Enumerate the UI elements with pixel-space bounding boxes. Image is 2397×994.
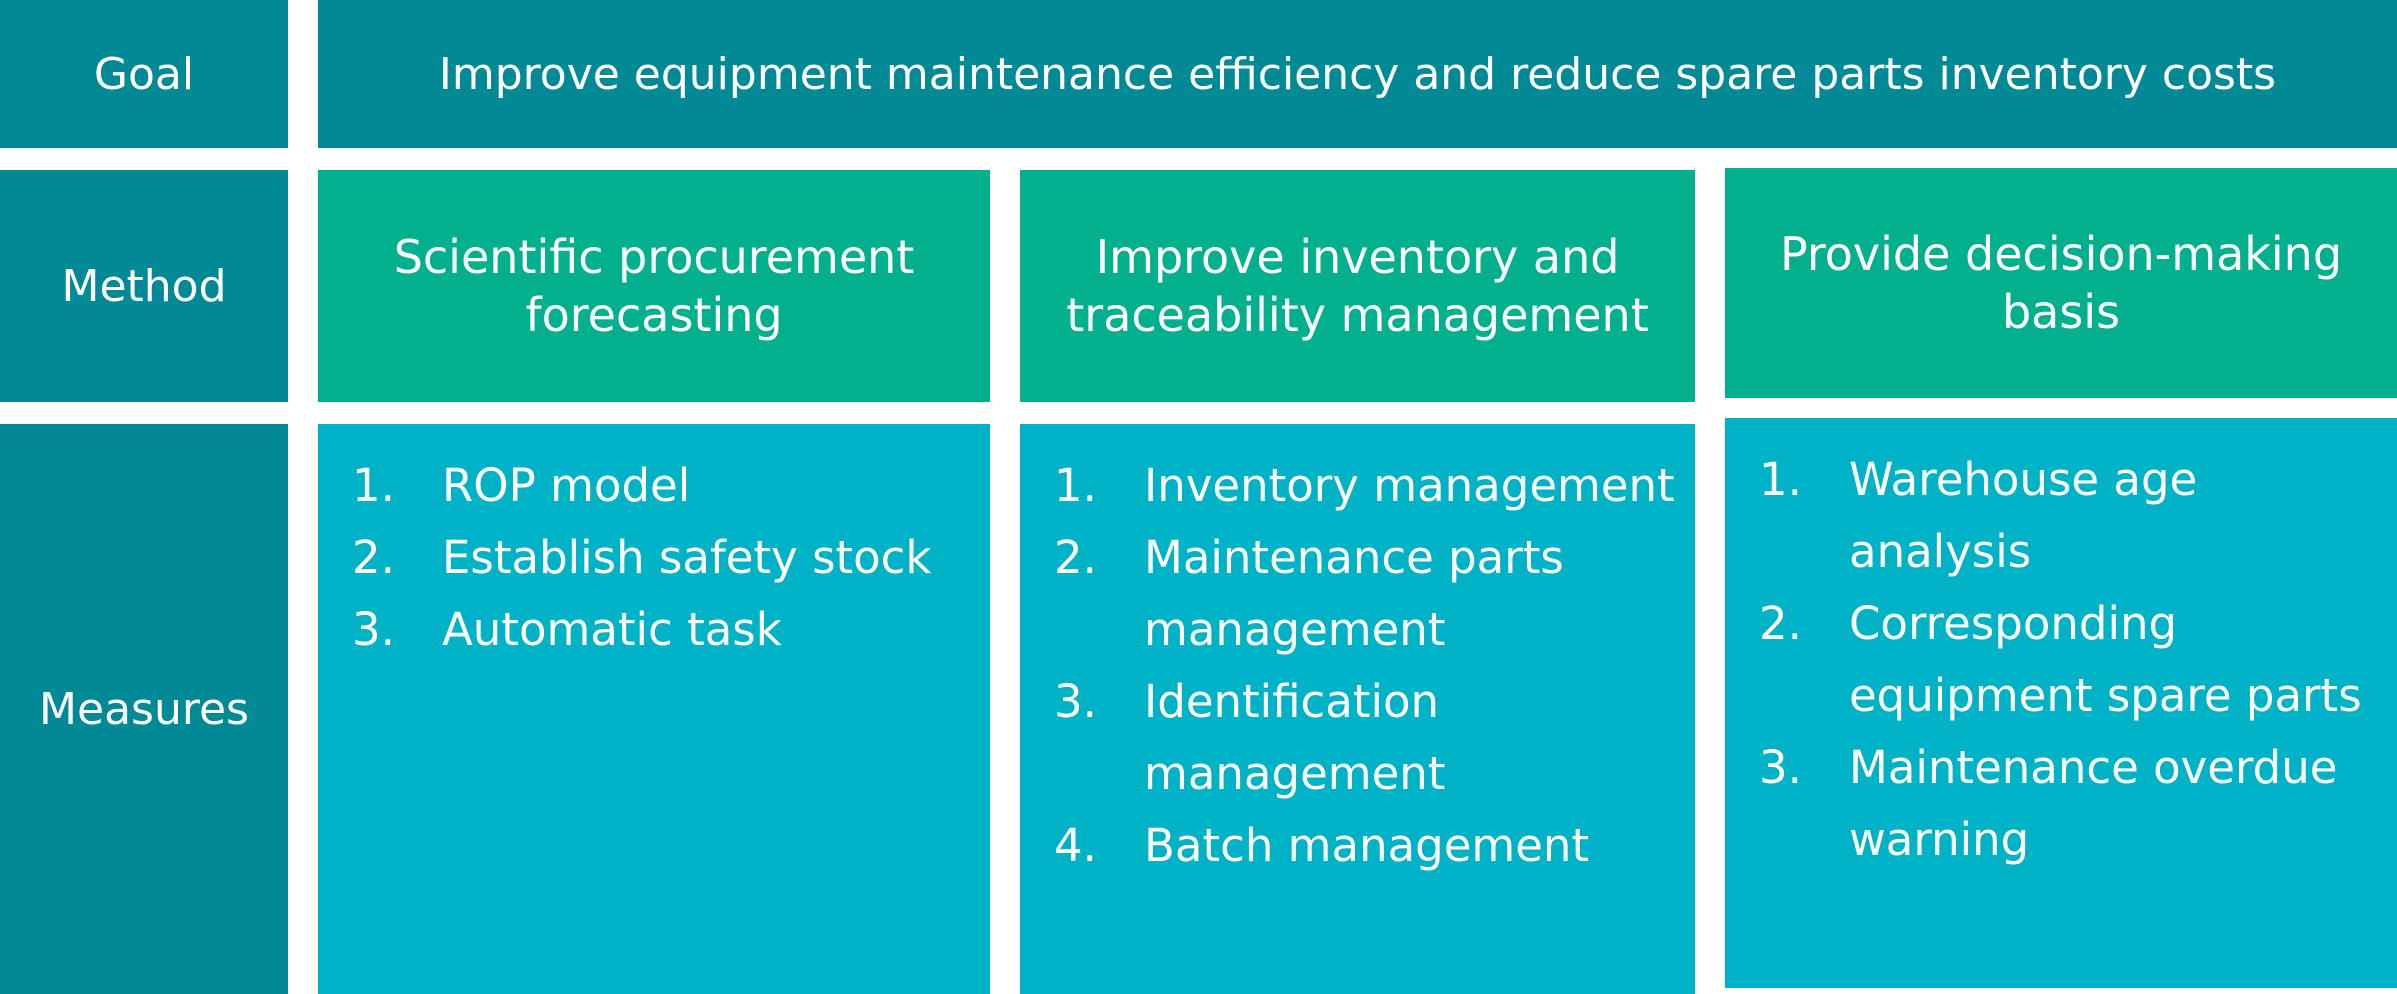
method-box-procurement: Scientific procurement forecasting xyxy=(318,170,990,402)
list-item: 2. Establish safety stock xyxy=(318,522,970,594)
item-text: Maintenance overdue warning xyxy=(1849,741,2338,866)
measures-box-procurement: 1. ROP model 2. Establish safety stock 3. A… xyxy=(318,424,990,994)
item-number: 3. xyxy=(1759,741,1802,794)
item-number: 4. xyxy=(1054,819,1097,872)
item-text: Warehouse age analysis xyxy=(1849,453,2198,578)
item-text: Establish safety stock xyxy=(442,531,932,584)
measures-list: 1. Warehouse age analysis 2. Corresponding… xyxy=(1725,444,2377,876)
item-number: 1. xyxy=(1054,459,1097,512)
measures-list: 1. ROP model 2. Establish safety stock 3. A… xyxy=(318,450,970,666)
item-number: 1. xyxy=(352,459,395,512)
item-number: 3. xyxy=(352,603,395,656)
item-number: 2. xyxy=(352,531,395,584)
measures-box-inventory: 1. Inventory management 2. Maintenance par… xyxy=(1020,424,1695,994)
measures-box-decision: 1. Warehouse age analysis 2. Corresponding… xyxy=(1725,418,2397,988)
list-item: 1. Inventory management xyxy=(1020,450,1675,522)
list-item: 4. Batch management xyxy=(1020,810,1675,882)
item-text: Automatic task xyxy=(442,603,782,656)
measures-label: Measures xyxy=(0,424,288,994)
list-item: 2. Maintenance parts management xyxy=(1020,522,1675,666)
list-item: 3. Maintenance overdue warning xyxy=(1725,732,2377,876)
list-item: 3. Identification management xyxy=(1020,666,1675,810)
item-text: Maintenance parts management xyxy=(1144,531,1564,656)
method-box-inventory: Improve inventory and traceability manag… xyxy=(1020,170,1695,402)
goal-box: Improve equipment maintenance efficiency… xyxy=(318,0,2397,148)
item-number: 1. xyxy=(1759,453,1802,506)
item-text: Inventory management xyxy=(1144,459,1675,512)
item-number: 3. xyxy=(1054,675,1097,728)
item-text: ROP model xyxy=(442,459,691,512)
list-item: 1. ROP model xyxy=(318,450,970,522)
item-number: 2. xyxy=(1759,597,1802,650)
item-text: Corresponding equipment spare parts xyxy=(1849,597,2362,722)
list-item: 1. Warehouse age analysis xyxy=(1725,444,2377,588)
method-label: Method xyxy=(0,170,288,402)
list-item: 3. Automatic task xyxy=(318,594,970,666)
item-number: 2. xyxy=(1054,531,1097,584)
list-item: 2. Corresponding equipment spare parts xyxy=(1725,588,2377,732)
item-text: Batch management xyxy=(1144,819,1590,872)
goal-label: Goal xyxy=(0,0,288,148)
item-text: Identification management xyxy=(1144,675,1446,800)
measures-list: 1. Inventory management 2. Maintenance par… xyxy=(1020,450,1675,882)
method-box-decision: Provide decision-making basis xyxy=(1725,168,2397,398)
